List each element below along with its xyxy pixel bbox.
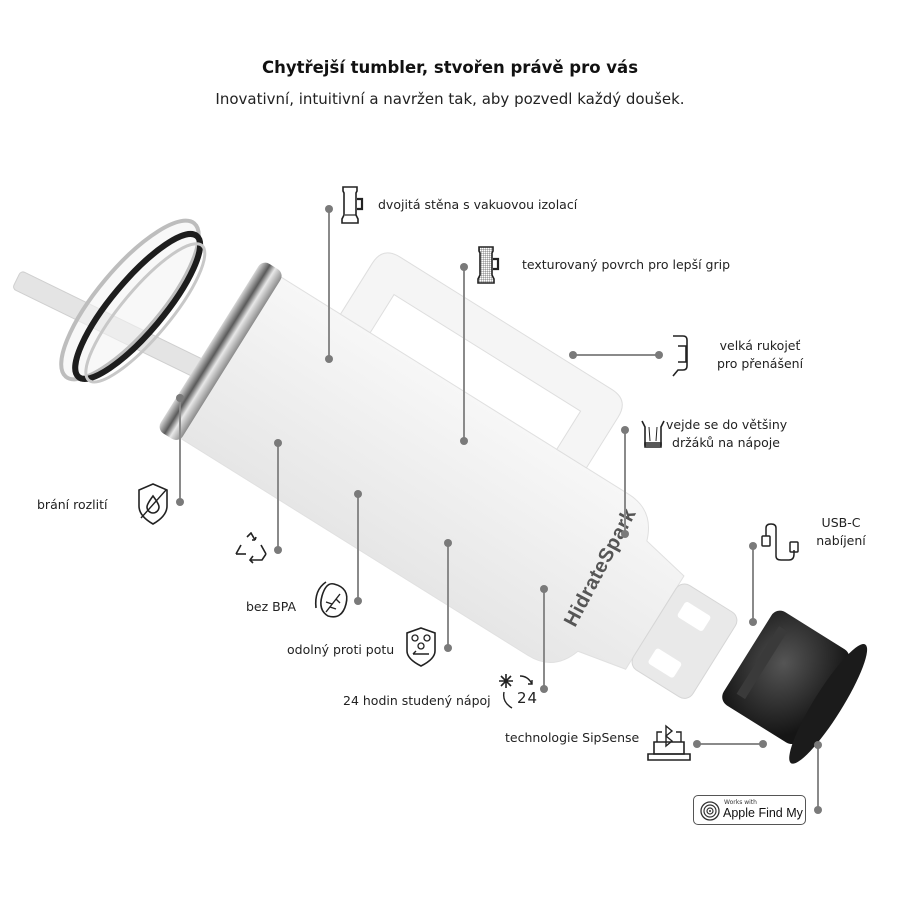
- feature-label-usbc-line1: USB-C: [821, 515, 861, 530]
- leaf-icon: [312, 580, 352, 620]
- connector-textured: [463, 267, 465, 439]
- connector-findmy: [817, 745, 819, 810]
- feature-label-sipsense: technologie SipSense: [505, 730, 640, 745]
- connector-dot: [274, 439, 282, 447]
- handle-icon: [672, 334, 696, 378]
- feature-label-usbc-line2: nabíjení: [816, 533, 866, 548]
- page-subtitle: Inovativní, intuitivní a navržen tak, ab…: [215, 90, 685, 108]
- connector-dot: [814, 741, 822, 749]
- recycle-icon: [234, 532, 268, 564]
- connector-dot: [444, 539, 452, 547]
- connector-cupholder: [624, 430, 626, 535]
- badge-small-text: Works with: [724, 799, 757, 806]
- connector-cold: [543, 589, 545, 689]
- feature-label-textured: texturovaný povrch pro lepší grip: [522, 257, 731, 272]
- connector-double-wall: [328, 209, 330, 359]
- feature-label-handle: velká rukojeť pro přenášení: [710, 337, 810, 373]
- connector-dot: [325, 355, 333, 363]
- connector-usbc: [752, 546, 754, 622]
- connector-dot: [693, 740, 701, 748]
- connector-dot: [540, 685, 548, 693]
- snowflake-24-icon: [496, 672, 542, 712]
- cold-24-text: 24: [517, 689, 539, 707]
- shield-droplets-icon: [404, 626, 438, 668]
- connector-dot: [444, 644, 452, 652]
- connector-bpa: [357, 494, 359, 601]
- connector-dot: [176, 394, 184, 402]
- connector-dot: [274, 546, 282, 554]
- feature-label-cupholder-line2: držáků na nápoje: [672, 435, 780, 450]
- connector-dot: [749, 618, 757, 626]
- connector-dot: [759, 740, 767, 748]
- connector-spill: [179, 398, 181, 502]
- shield-drop-icon: [136, 482, 170, 526]
- connector-dot: [621, 530, 629, 538]
- connector-dot: [814, 806, 822, 814]
- page-title: Chytřejší tumbler, stvořen právě pro vás: [261, 58, 639, 77]
- bluetooth-base-icon: [646, 724, 692, 766]
- connector-sweat: [447, 543, 449, 648]
- apple-find-my-badge: Works with Apple Find My: [693, 795, 806, 825]
- connector-dot: [354, 597, 362, 605]
- cupholder-icon: [640, 419, 666, 451]
- find-my-icon: [700, 801, 720, 825]
- feature-label-sweat: odolný proti potu: [287, 642, 395, 657]
- connector-dot: [540, 585, 548, 593]
- connector-dot: [749, 542, 757, 550]
- feature-label-handle-line2: pro přenášení: [716, 356, 804, 371]
- tumbler-outline-icon: [340, 185, 364, 225]
- connector-handle: [573, 354, 661, 356]
- connector-dot: [354, 490, 362, 498]
- feature-label-usbc: USB-C nabíjení: [806, 514, 876, 550]
- badge-big-text: Apple Find My: [723, 806, 803, 820]
- feature-label-spill: brání rozlití: [37, 497, 108, 512]
- usb-cable-icon: [758, 522, 802, 566]
- connector-sipsense: [697, 743, 763, 745]
- connector-dot: [460, 437, 468, 445]
- textured-tumbler-icon: [476, 245, 500, 285]
- connector-dot: [325, 205, 333, 213]
- feature-label-handle-line1: velká rukojeť: [719, 338, 801, 353]
- feature-label-bpa: bez BPA: [246, 599, 297, 614]
- feature-label-cupholder: vejde se do většiny držáků na nápoje: [666, 416, 788, 452]
- feature-label-double-wall: dvojitá stěna s vakuovou izolací: [378, 197, 578, 212]
- connector-dot: [621, 426, 629, 434]
- connector-dot: [460, 263, 468, 271]
- connector-dot: [655, 351, 663, 359]
- feature-label-cupholder-line1: vejde se do většiny: [666, 417, 788, 432]
- connector-recycle: [277, 443, 279, 550]
- connector-dot: [176, 498, 184, 506]
- feature-label-cold: 24 hodin studený nápoj: [343, 693, 491, 708]
- connector-dot: [569, 351, 577, 359]
